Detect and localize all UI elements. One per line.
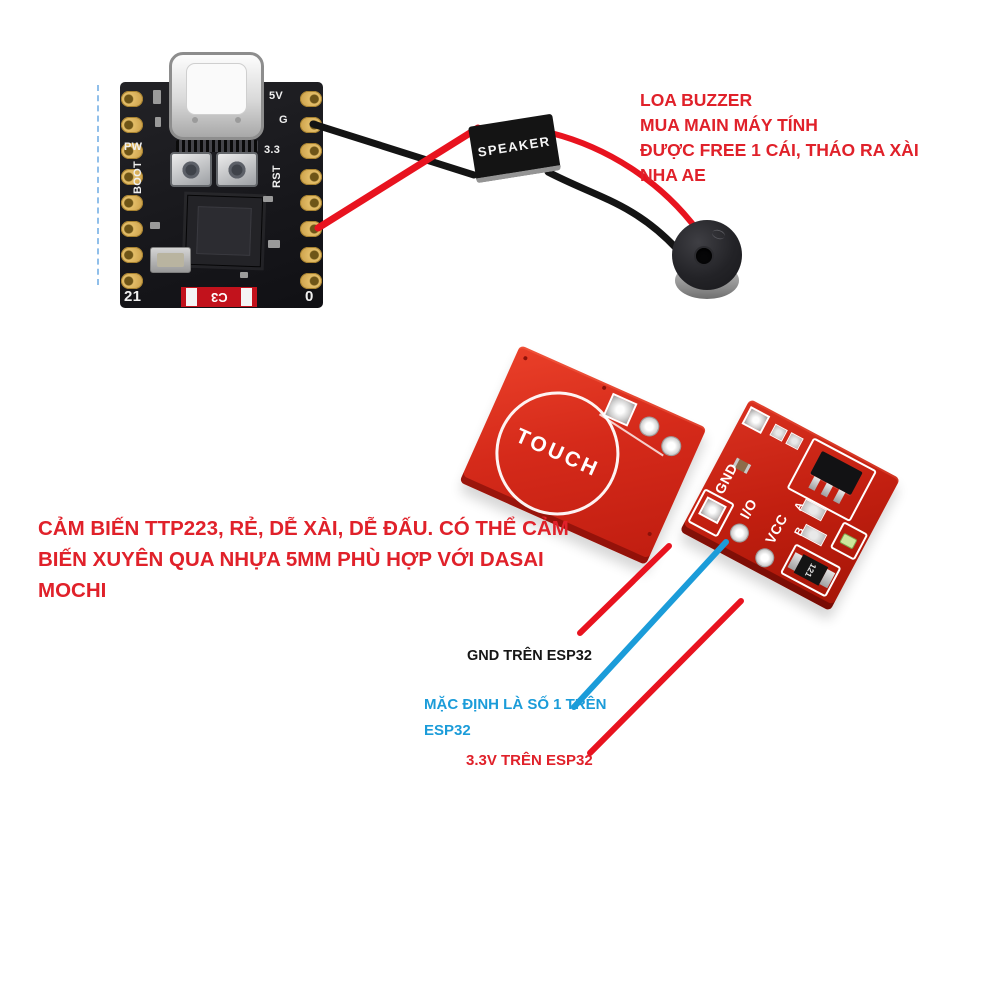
red-annotation-line-pin-to-speaker [314, 124, 482, 232]
esp32-pin-left-1 [121, 91, 143, 107]
esp32-pin-right-7 [300, 247, 322, 263]
buzzer-red-wire [548, 130, 701, 234]
usb-solder-contacts [176, 140, 258, 152]
buzzer-note-line: MUA MAIN MÁY TÍNH [640, 115, 818, 135]
speaker-label: SPEAKER [476, 132, 552, 160]
buzzer-note-line: ĐƯỢC FREE 1 CÁI, THÁO RA XÀI [640, 140, 919, 160]
c3-stripe [241, 288, 252, 306]
smd-component [155, 117, 161, 127]
buzzer-sound-hole [696, 248, 712, 264]
vcc-wiring-label: 3.3V TRÊN ESP32 [466, 752, 593, 769]
sensor-note-line: MOCHI [38, 579, 107, 602]
io-wiring-label-line1: MẶC ĐỊNH LÀ SỐ 1 TRÊN [424, 696, 607, 713]
esp32-pin-right-5 [300, 195, 322, 211]
sensor-note-line: BIẾN XUYÊN QUA NHỰA 5MM PHÙ HỢP VỚI DASA… [38, 548, 544, 571]
crop-guide-dashed-line [97, 85, 99, 285]
buzzer-black-wire [544, 168, 681, 253]
smd-component [150, 222, 160, 229]
smd-component [240, 272, 248, 278]
esp32-pin-right-8 [300, 273, 322, 289]
buzzer-note: LOA BUZZER MUA MAIN MÁY TÍNH ĐƯỢC FREE 1… [640, 88, 919, 188]
crystal-oscillator [150, 247, 191, 273]
sensor-note: CẢM BIẾN TTP223, RẺ, DỄ XÀI, DỄ ĐẤU. CÓ … [38, 513, 569, 606]
io-leader-line [571, 539, 729, 710]
pin-label-3v3: 3.3 [264, 144, 281, 156]
pin-label-pw: PW [124, 141, 143, 153]
sensor-note-line: CẢM BIẾN TTP223, RẺ, DỄ XÀI, DỄ ĐẤU. CÓ … [38, 517, 569, 540]
esp32-pin-3v3 [300, 143, 322, 159]
pin-label-5v: 5V [269, 90, 284, 102]
black-annotation-line-g-to-speaker [309, 120, 478, 179]
vcc-leader-line [587, 598, 744, 756]
esp32-pin-left-2 [121, 117, 143, 133]
smd-component [153, 90, 161, 104]
esp32-pin-left-7 [121, 247, 143, 263]
smd-component [263, 196, 273, 202]
reset-button [216, 152, 258, 187]
usb-c-rivet-right [235, 117, 241, 123]
pin-label-21: 21 [124, 288, 142, 305]
esp32-pin-left-6 [121, 221, 143, 237]
smd-component [268, 240, 280, 248]
esp32-pin-rst [300, 169, 322, 185]
c3-stripe [186, 288, 197, 306]
io-wiring-label: MẶC ĐỊNH LÀ SỐ 1 TRÊN ESP32 [424, 692, 607, 744]
esp32-pin-left-5 [121, 195, 143, 211]
usb-c-connector [169, 52, 264, 140]
pin-label-g: G [279, 114, 288, 126]
gnd-leader-line [577, 543, 672, 636]
io-wiring-label-line2: ESP32 [424, 722, 471, 739]
gnd-wiring-label: GND TRÊN ESP32 [467, 648, 592, 664]
esp32-pin-left-8 [121, 273, 143, 289]
usb-c-rivet-left [192, 117, 198, 123]
boot-button [170, 152, 212, 187]
buzzer-note-line: NHA AE [640, 165, 706, 185]
esp32-pin-left-4 [121, 169, 143, 185]
crystal-oscillator-top [157, 253, 184, 267]
esp32-pin-5v [300, 91, 322, 107]
usb-c-tongue [186, 63, 247, 115]
esp32-pin-left-3 [121, 143, 143, 159]
boot-button-cap [182, 161, 200, 178]
reset-button-cap [228, 161, 246, 178]
pin-label-0: 0 [305, 288, 314, 305]
buzzer-note-line: LOA BUZZER [640, 90, 753, 110]
c3-component: C3 [181, 287, 257, 307]
